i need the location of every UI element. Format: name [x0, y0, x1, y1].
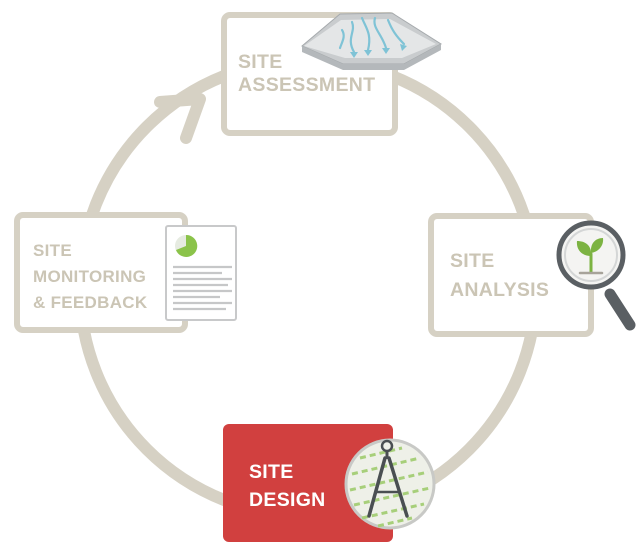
stage-label-line: & FEEDBACK [33, 292, 148, 312]
stage-label-line: SITE [238, 51, 283, 73]
stage-label-line: ANALYSIS [450, 279, 550, 301]
stage-label-line: DESIGN [249, 489, 326, 512]
compass-drawing-icon [344, 438, 436, 530]
stage-label-monitoring: SITE MONITORING & FEEDBACK [33, 238, 147, 315]
stage-label-line: SITE [249, 461, 294, 483]
cycle-arrow-head [154, 93, 206, 144]
stage-label-design: SITE DESIGN [249, 458, 326, 515]
stage-label-line: SITE [33, 241, 72, 260]
magnifier-plant-icon [556, 220, 636, 331]
stage-label-analysis: SITE ANALYSIS [450, 250, 549, 302]
stage-label-assessment: SITE ASSESSMENT [238, 51, 375, 97]
stage-label-line: ASSESSMENT [238, 74, 376, 96]
stage-box-design [223, 424, 393, 542]
terrain-flow-icon [301, 12, 442, 70]
stage-label-line: SITE [450, 250, 495, 272]
report-document-icon [165, 225, 237, 321]
stage-label-line: MONITORING [33, 266, 147, 286]
